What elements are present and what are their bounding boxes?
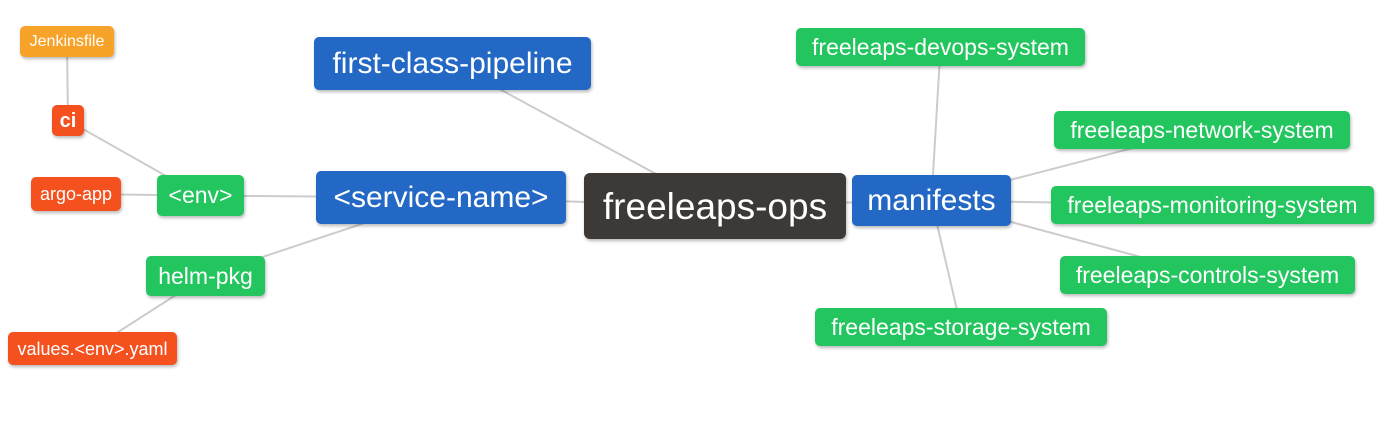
node-freeleaps-storage-system[interactable]: freeleaps-storage-system [815,308,1107,346]
node-freeleaps-devops-system[interactable]: freeleaps-devops-system [796,28,1085,66]
node-values-env-yaml[interactable]: values.<env>.yaml [8,332,177,365]
node-helm-pkg[interactable]: helm-pkg [146,256,265,296]
node-first-class-pipeline[interactable]: first-class-pipeline [314,37,591,90]
node-manifests[interactable]: manifests [852,175,1011,226]
node-freeleaps-controls-system[interactable]: freeleaps-controls-system [1060,256,1355,294]
node-argo-app[interactable]: argo-app [31,177,121,211]
node-freeleaps-network-system[interactable]: freeleaps-network-system [1054,111,1350,149]
edge-manifests-freeleaps-devops-system [930,46,942,201]
node-env[interactable]: <env> [157,175,244,216]
node-service-name[interactable]: <service-name> [316,171,566,224]
node-jenkinsfile[interactable]: Jenkinsfile [20,26,114,57]
node-ci[interactable]: ci [52,105,84,136]
node-freeleaps-monitoring-system[interactable]: freeleaps-monitoring-system [1051,186,1374,224]
node-freeleaps-ops[interactable]: freeleaps-ops [584,173,846,239]
